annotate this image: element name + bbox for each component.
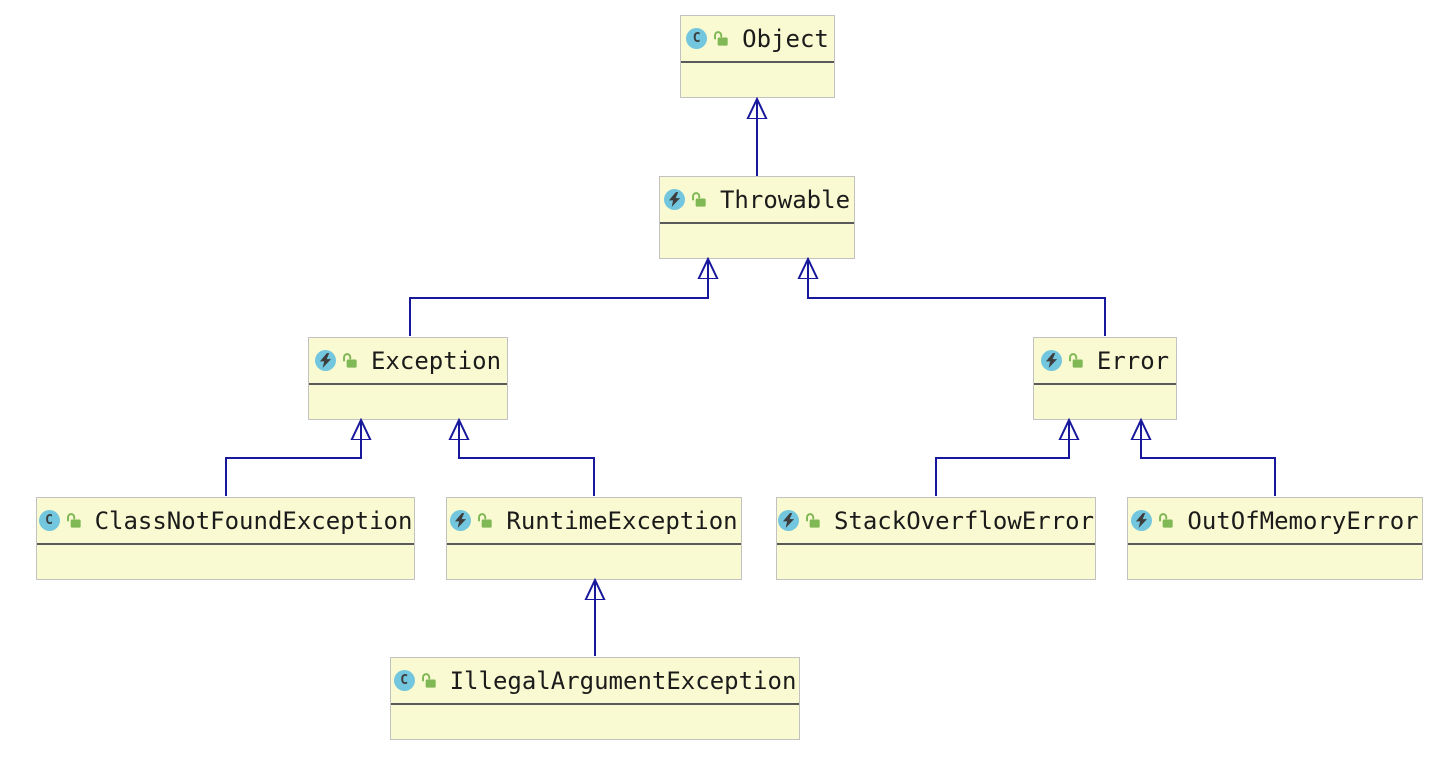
class-node-stackoverflowerror[interactable]: C StackOverflowError bbox=[776, 497, 1096, 580]
node-fields-compartment bbox=[681, 61, 834, 97]
class-node-runtimeexception[interactable]: C RuntimeException bbox=[446, 497, 742, 580]
edge-stackoverflowerror-extends-error[interactable] bbox=[935, 420, 1069, 496]
class-name-label: ClassNotFoundException bbox=[94, 506, 413, 535]
class-node-classnotfoundexception[interactable]: C ClassNotFoundException bbox=[36, 497, 415, 580]
edge-runtimeexception-extends-exception[interactable] bbox=[459, 420, 595, 496]
class-name-label: OutOfMemoryError bbox=[1187, 506, 1419, 535]
node-fields-compartment bbox=[777, 543, 1095, 579]
node-fields-compartment bbox=[660, 222, 854, 258]
node-fields-compartment bbox=[309, 383, 507, 419]
public-unlocked-lock-icon bbox=[690, 191, 707, 208]
node-header: C Object bbox=[681, 16, 834, 61]
class-name-label: Error bbox=[1096, 346, 1170, 375]
class-node-throwable[interactable]: C Throwable bbox=[659, 176, 855, 259]
public-unlocked-lock-icon bbox=[804, 512, 821, 529]
node-header: C Error bbox=[1034, 338, 1176, 383]
public-unlocked-lock-icon bbox=[1067, 352, 1084, 369]
class-node-exception[interactable]: C Exception bbox=[308, 337, 508, 420]
class-node-outofmemoryerror[interactable]: C OutOfMemoryError bbox=[1127, 497, 1423, 580]
node-header: C Exception bbox=[309, 338, 507, 383]
class-name-label: RuntimeException bbox=[506, 506, 738, 535]
node-header: C IllegalArgumentException bbox=[391, 658, 799, 703]
node-fields-compartment bbox=[1128, 543, 1422, 579]
node-fields-compartment bbox=[1034, 383, 1176, 419]
exception-class-icon bbox=[314, 350, 336, 371]
public-unlocked-lock-icon bbox=[420, 672, 437, 689]
class-icon: C bbox=[38, 510, 60, 531]
class-name-label: Exception bbox=[370, 346, 502, 375]
exception-class-icon bbox=[1040, 350, 1062, 371]
public-unlocked-lock-icon bbox=[476, 512, 493, 529]
class-name-label: StackOverflowError bbox=[833, 506, 1095, 535]
class-icon: C bbox=[686, 28, 708, 49]
class-name-label: IllegalArgumentException bbox=[449, 666, 797, 695]
public-unlocked-lock-icon bbox=[1157, 512, 1174, 529]
node-fields-compartment bbox=[447, 543, 741, 579]
public-unlocked-lock-icon bbox=[712, 30, 729, 47]
class-node-illegalargumentexception[interactable]: C IllegalArgumentException bbox=[390, 657, 800, 740]
class-node-object[interactable]: C Object bbox=[680, 15, 835, 98]
public-unlocked-lock-icon bbox=[65, 512, 82, 529]
edge-error-extends-throwable[interactable] bbox=[808, 259, 1106, 336]
edge-outofmemoryerror-extends-error[interactable] bbox=[1141, 420, 1276, 496]
node-fields-compartment bbox=[391, 703, 799, 739]
exception-class-icon bbox=[1131, 510, 1153, 531]
class-icon: C bbox=[393, 670, 415, 691]
node-header: C RuntimeException bbox=[447, 498, 741, 543]
edge-exception-extends-throwable[interactable] bbox=[409, 259, 708, 336]
node-header: C Throwable bbox=[660, 177, 854, 222]
node-header: C ClassNotFoundException bbox=[37, 498, 414, 543]
exception-class-icon bbox=[450, 510, 472, 531]
node-header: C OutOfMemoryError bbox=[1128, 498, 1422, 543]
edge-classnotfoundexception-extends-exception[interactable] bbox=[225, 420, 361, 496]
public-unlocked-lock-icon bbox=[341, 352, 358, 369]
class-name-label: Object bbox=[742, 24, 829, 53]
class-name-label: Throwable bbox=[719, 185, 851, 214]
exception-class-icon bbox=[663, 189, 685, 210]
exception-class-icon bbox=[777, 510, 799, 531]
node-header: C StackOverflowError bbox=[777, 498, 1095, 543]
node-fields-compartment bbox=[37, 543, 414, 579]
class-node-error[interactable]: C Error bbox=[1033, 337, 1177, 420]
